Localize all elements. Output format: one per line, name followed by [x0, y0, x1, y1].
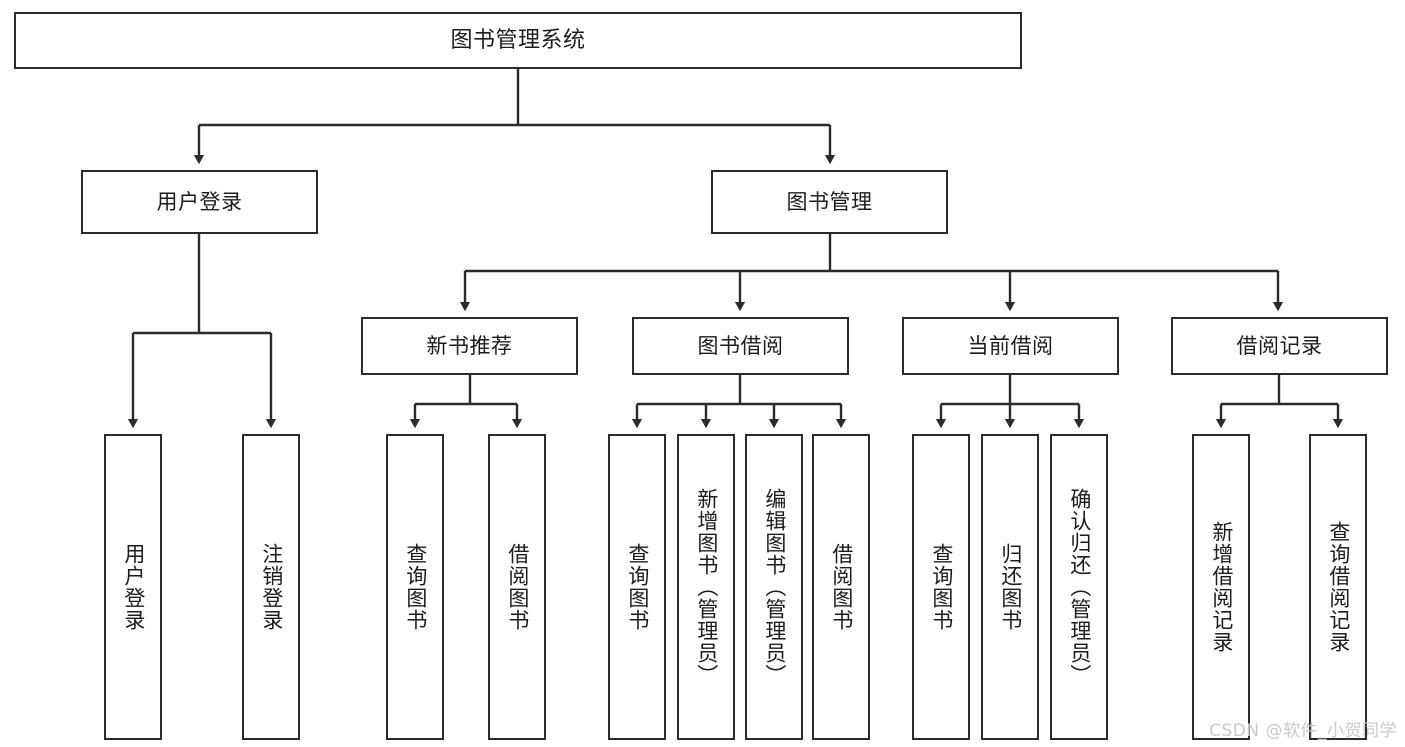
- leaf-query-book-1-label: 查询图书: [403, 543, 428, 631]
- node-borrow-record[interactable]: 借阅记录: [1171, 317, 1388, 375]
- leaf-query-record[interactable]: 查询借阅记录: [1309, 434, 1367, 740]
- leaf-user-login[interactable]: 用户登录: [104, 434, 162, 740]
- leaf-add-book[interactable]: 新增图书（管理员）: [677, 434, 735, 740]
- node-book-borrow-label: 图书借阅: [697, 333, 784, 358]
- node-current-borrow-label: 当前借阅: [967, 333, 1054, 358]
- leaf-query-book-2-label: 查询图书: [625, 543, 650, 631]
- node-book-manage[interactable]: 图书管理: [711, 170, 948, 234]
- node-current-borrow[interactable]: 当前借阅: [902, 317, 1119, 375]
- leaf-return-book[interactable]: 归还图书: [981, 434, 1039, 740]
- leaf-borrow-book-2[interactable]: 借阅图书: [812, 434, 870, 740]
- leaf-confirm-return[interactable]: 确认归还（管理员）: [1050, 434, 1108, 740]
- leaf-add-record-label: 新增借阅记录: [1209, 521, 1234, 653]
- leaf-query-record-label: 查询借阅记录: [1326, 521, 1351, 653]
- leaf-borrow-book-1[interactable]: 借阅图书: [488, 434, 546, 740]
- leaf-edit-book-label: 编辑图书（管理员）: [762, 488, 787, 686]
- node-root-label: 图书管理系统: [450, 27, 586, 53]
- leaf-borrow-book-2-label: 借阅图书: [829, 543, 854, 631]
- leaf-return-book-label: 归还图书: [998, 543, 1023, 631]
- node-user-login[interactable]: 用户登录: [81, 170, 318, 234]
- node-root[interactable]: 图书管理系统: [14, 12, 1022, 69]
- leaf-query-book-3[interactable]: 查询图书: [912, 434, 970, 740]
- leaf-logout[interactable]: 注销登录: [242, 434, 300, 740]
- node-new-book-recommend-label: 新书推荐: [426, 333, 513, 358]
- leaf-logout-label: 注销登录: [259, 543, 284, 631]
- leaf-query-book-1[interactable]: 查询图书: [386, 434, 444, 740]
- node-book-borrow[interactable]: 图书借阅: [632, 317, 849, 375]
- node-new-book-recommend[interactable]: 新书推荐: [361, 317, 578, 375]
- csdn-watermark: CSDN @软件_小贺同学: [1209, 721, 1397, 741]
- node-borrow-record-label: 借阅记录: [1236, 333, 1323, 358]
- leaf-confirm-return-label: 确认归还（管理员）: [1067, 488, 1092, 686]
- leaf-add-record[interactable]: 新增借阅记录: [1192, 434, 1250, 740]
- leaf-query-book-2[interactable]: 查询图书: [608, 434, 666, 740]
- leaf-query-book-3-label: 查询图书: [929, 543, 954, 631]
- node-book-manage-label: 图书管理: [786, 189, 873, 214]
- node-user-login-label: 用户登录: [156, 189, 243, 214]
- leaf-user-login-label: 用户登录: [121, 543, 146, 631]
- leaf-borrow-book-1-label: 借阅图书: [505, 543, 530, 631]
- leaf-add-book-label: 新增图书（管理员）: [694, 488, 719, 686]
- leaf-edit-book[interactable]: 编辑图书（管理员）: [745, 434, 803, 740]
